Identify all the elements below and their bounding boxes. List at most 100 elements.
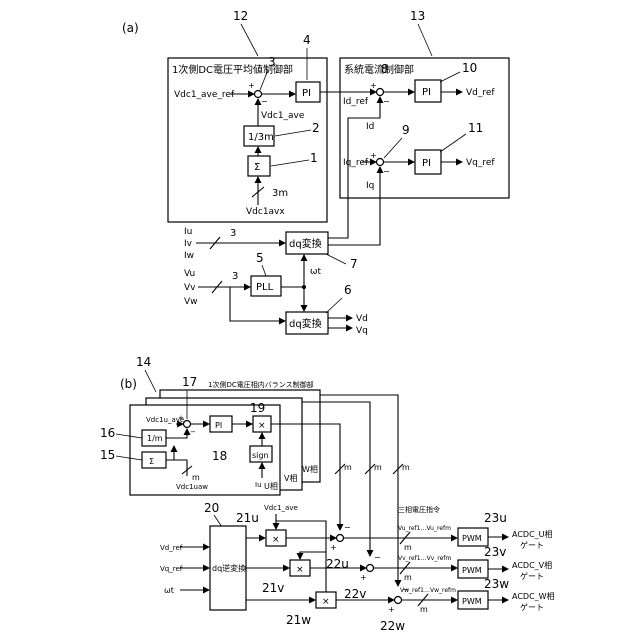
ref-15: 15 [100,448,115,462]
cmd-title: 三相電圧指令 [398,505,440,514]
gate-v-label: ACDC_V相 [512,560,552,570]
ref-13: 13 [410,9,425,23]
ref-22v: 22v [344,587,366,601]
vw-label: Vw [184,297,198,307]
ref-12: 12 [233,9,248,23]
plus-sign-22v: + [360,573,367,582]
vq-ref-output-label: Vq_ref [466,158,495,168]
m-label-22u: m [404,543,412,552]
sum-junction-9 [377,159,384,166]
omega-t-in-label: ωt [164,586,174,595]
ref-20: 20 [204,501,219,515]
multiplier-21u-label: × [272,535,280,545]
dq-transform-block-6-label: dq変換 [289,317,322,330]
iu-b-label: Iu [255,481,262,489]
leader-7 [326,254,346,264]
plus-sign-22w: + [388,605,395,614]
leader-20 [214,515,222,527]
minus-sign-8: − [383,97,390,106]
ref-23u: 23u [484,511,507,525]
cmd-w-label: Vw_ref1…Vw_refm [400,587,456,594]
plus-sign-3: + [248,81,255,90]
w-phase-label: W相 [302,464,318,474]
iq-ref-label: Iq_ref [343,158,369,168]
m-label-15: m [192,473,200,482]
grid-current-control-title: 系統電流制御部 [344,63,414,76]
pwm-23u-label: PWM [462,534,482,543]
ref-22w: 22w [380,619,405,633]
iq-label: Iq [366,181,374,191]
m-label-v: m [374,463,382,472]
gate-u-label: ACDC_U相 [512,529,553,539]
m-label-w: m [402,463,410,472]
id-ref-label: Id_ref [343,97,369,107]
ref-11: 11 [468,121,483,135]
ref-7: 7 [350,257,358,271]
vdc1avx-label: Vdc1avx [246,207,285,217]
ref-14: 14 [136,355,151,369]
u-phase-label: U相 [264,481,278,491]
figure-a-label: (a) [122,21,139,35]
wire-vdc-to-21v [300,552,326,559]
plus-sign-9: + [370,151,377,160]
ref-3: 3 [268,55,276,69]
gate-w-sub: ゲート [520,602,544,612]
sum-junction-22w [395,597,402,604]
ref-16: 16 [100,426,115,440]
ref-21u: 21u [236,511,259,525]
ref-23w: 23w [484,577,509,591]
vq-output-label: Vq [356,326,368,336]
multiplier-21w-label: × [322,597,330,607]
pll-block-5-label: PLL [256,282,274,293]
pi-block-10-label: PI [422,87,431,98]
plus-sign-17: + [178,414,184,422]
ref-19: 19 [250,401,265,415]
ref-10: 10 [462,61,477,75]
leader-13 [418,24,432,56]
cmd-v-label: Vv_ref1…Vv_refm [398,555,451,562]
v-phase-label: V相 [284,473,297,483]
three-label-i: 3 [230,228,236,239]
gate-v-sub: ゲート [520,571,544,581]
three-label-v: 3 [232,271,238,282]
sum-junction-22v [367,565,374,572]
plus-sign-22u: + [330,543,337,552]
ref-1: 1 [310,151,318,165]
iw-label: Iw [184,251,194,261]
sum-block-15-label: Σ [149,457,154,466]
ref-4: 4 [303,33,311,47]
cmd-u-label: Vu_ref1…Vu_refm [398,525,451,532]
ref-23v: 23v [484,545,506,559]
gate-u-sub: ゲート [520,540,544,550]
vu-label: Vu [184,269,195,279]
pi-block-18-label: PI [215,421,222,430]
divide-block-2-label: 1/3m [248,132,274,143]
one-over-m-label: 1/m [147,434,163,443]
ref-17: 17 [182,375,197,389]
vdc1-ave-label: Vdc1_ave [264,504,298,512]
minus-sign-9: − [383,167,390,176]
vd-ref-in-label: Vd_ref [160,544,183,552]
vdc1uaw-label: Vdc1uaw [176,483,208,491]
m-label-22w: m [420,605,428,614]
ref-9: 9 [402,123,410,137]
multiplier-19-label: × [258,421,266,431]
dq-inverse-label: dq逆変換 [212,563,246,573]
iv-label: Iv [184,239,193,249]
pi-block-11-label: PI [422,158,431,169]
sum-block-1-label: Σ [254,162,260,173]
multiplier-21v-label: × [296,565,304,575]
minus-sign-17: − [190,428,196,436]
vv-label: Vv [184,283,196,293]
leader-6 [326,298,342,313]
ref-6: 6 [344,283,352,297]
vd-ref-output-label: Vd_ref [466,88,495,98]
vdc-ave-label: Vdc1_ave [261,111,305,121]
leader-5 [262,265,266,276]
gate-w-label: ACDC_W相 [512,591,555,601]
id-label: Id [366,122,374,132]
pwm-23w-label: PWM [462,597,482,606]
ref-8: 8 [381,62,389,76]
iu-label: Iu [184,227,192,237]
